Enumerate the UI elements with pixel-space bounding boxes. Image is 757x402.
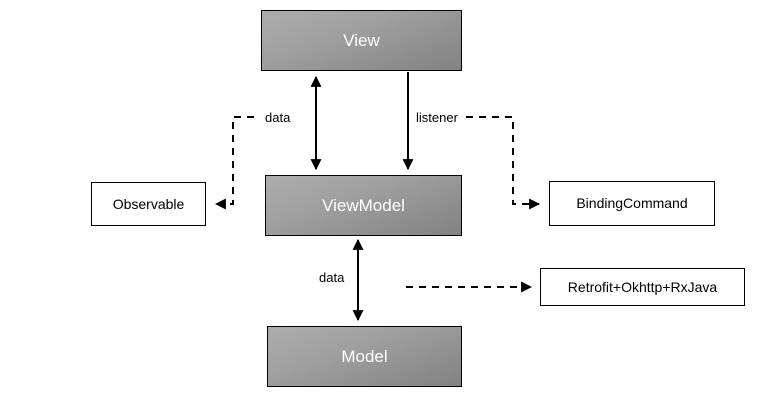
node-viewmodel-label: ViewModel [322,195,405,215]
edge-listener-to-bindingcommand [466,116,541,210]
edge-label-data-bottom: data [319,270,345,285]
node-retrofit[interactable]: Retrofit+Okhttp+RxJava [540,268,745,306]
node-view[interactable]: View [261,10,462,71]
node-view-label: View [343,30,380,50]
node-model-label: Model [341,346,388,366]
node-bindingcommand-label: BindingCommand [576,195,688,212]
node-viewmodel[interactable]: ViewModel [265,175,462,236]
node-bindingcommand[interactable]: BindingCommand [549,181,715,226]
edge-label-data-top: data [265,110,291,125]
node-observable-label: Observable [112,195,185,212]
node-observable[interactable]: Observable [91,182,206,226]
node-model[interactable]: Model [267,326,462,387]
edge-label-listener: listener [416,110,458,125]
edge-data-to-observable [214,116,254,210]
node-retrofit-label: Retrofit+Okhttp+RxJava [567,278,718,295]
